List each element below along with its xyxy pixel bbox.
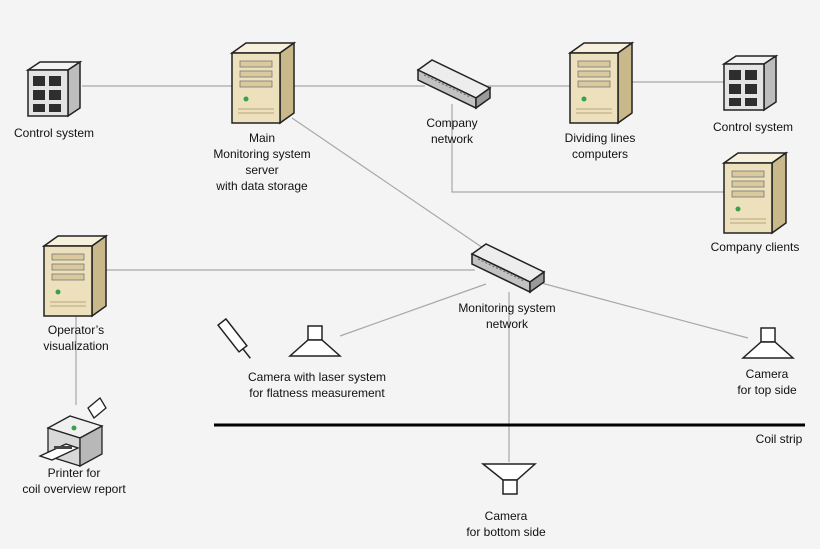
label-line: Dividing lines	[564, 131, 636, 145]
link-monitoring-camera-laser	[339, 283, 487, 337]
label-camera-top: Camera for top side	[737, 366, 796, 398]
label-control-system-left: Control system	[14, 125, 94, 141]
link-monitoring-camera-top	[529, 279, 749, 339]
label-line: Monitoring system	[458, 301, 556, 315]
label-line: Camera	[484, 509, 528, 523]
label-monitoring-network: Monitoring system network	[458, 300, 555, 332]
label-line: Operator’s	[47, 323, 105, 337]
camera-bottom-icon	[482, 463, 536, 495]
label-line: Coil strip	[755, 432, 803, 446]
label-printer: Printer for coil overview report	[22, 465, 125, 497]
label-line: Main	[248, 131, 275, 145]
control-system-right-icon	[723, 55, 777, 111]
label-line: Printer for	[47, 466, 101, 480]
label-dividing-lines: Dividing lines computers	[565, 130, 636, 162]
company-clients-server-icon	[723, 152, 787, 234]
company-network-switch-icon	[417, 59, 491, 109]
laser-pen-icon	[217, 318, 256, 363]
label-coil-strip: Coil strip	[756, 431, 803, 447]
label-line: with data storage	[216, 179, 308, 193]
label-company-network: Company network	[426, 115, 477, 147]
link-main-monitoring	[291, 117, 487, 251]
label-line: network	[430, 132, 474, 146]
label-line: computers	[571, 147, 629, 161]
main-server-icon	[231, 42, 295, 124]
label-camera-laser: Camera with laser system for flatness mea…	[248, 369, 386, 401]
label-line: Company	[426, 116, 478, 130]
label-line: server	[245, 163, 279, 177]
label-camera-bottom: Camera for bottom side	[466, 508, 545, 540]
label-company-clients: Company clients	[711, 239, 800, 255]
label-line: Company clients	[710, 240, 800, 254]
label-line: visualization	[43, 339, 109, 353]
label-line: network	[485, 317, 529, 331]
control-system-left-icon	[27, 61, 81, 117]
connection-lines	[75, 81, 749, 462]
label-line: coil overview report	[22, 482, 126, 496]
label-line: Control system	[13, 126, 95, 140]
label-operator-visualization: Operator’s visualization	[43, 322, 108, 354]
label-line: for bottom side	[466, 525, 546, 539]
printer-icon	[39, 397, 107, 467]
dividing-lines-server-icon	[569, 42, 633, 124]
label-line: for flatness measurement	[249, 386, 385, 400]
label-line: for top side	[737, 383, 797, 397]
link-company-network-clients	[451, 104, 724, 193]
label-line: Control system	[712, 120, 794, 134]
label-line: Camera with laser system	[247, 370, 387, 384]
camera-top-icon	[742, 327, 794, 359]
label-line: Monitoring system	[213, 147, 311, 161]
label-line: Camera	[745, 367, 789, 381]
label-control-system-right: Control system	[713, 119, 793, 135]
operator-server-icon	[43, 235, 107, 317]
camera-laser-icon	[289, 325, 341, 357]
